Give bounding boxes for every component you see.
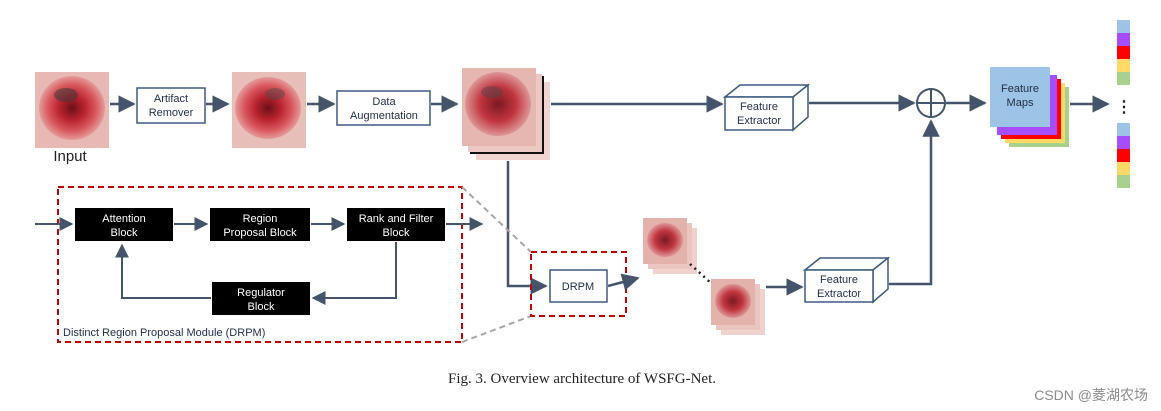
patch-stack-2 — [711, 279, 765, 335]
attention-block-line1: Attention — [102, 213, 145, 225]
regulator-block: Regulator Block — [212, 282, 310, 315]
data-augmentation-line1: Data — [372, 96, 396, 108]
artifact-remover-line1: Artifact — [154, 93, 188, 105]
feature-extractor-top: Feature Extractor — [722, 83, 811, 132]
arrow-drpm-to-patches — [607, 273, 640, 291]
rank-filter-line1: Rank and Filter — [359, 213, 434, 225]
artifact-remover-box: Artifact Remover — [136, 87, 206, 124]
augmented-image-stack — [462, 68, 550, 160]
feature-maps-line2: Maps — [1007, 97, 1034, 109]
drpm-box: DRPM — [549, 269, 608, 303]
region-proposal-line2: Proposal Block — [223, 227, 297, 239]
zoom-line-bottom — [461, 315, 532, 343]
output-ellipsis: ⋮ — [1116, 99, 1132, 116]
patch-stack-1 — [643, 218, 697, 274]
feature-extractor-top-line1: Feature — [740, 101, 778, 113]
feature-extractor-bottom: Feature Extractor — [802, 256, 891, 304]
drpm-module-label: Distinct Region Proposal Module (DRPM) — [63, 327, 265, 339]
attention-block-line2: Block — [111, 227, 138, 239]
output-vector-bottom — [1117, 123, 1130, 188]
drpm-frame — [530, 251, 627, 317]
input-image — [35, 72, 109, 148]
feature-extractor-top-line2: Extractor — [737, 115, 781, 127]
feature-extractor-bottom-line1: Feature — [820, 274, 858, 286]
region-proposal-block: Region Proposal Block — [210, 208, 310, 241]
arrow-regulator-to-attention — [115, 243, 211, 299]
sum-node — [916, 88, 946, 118]
data-augmentation-line2: Augmentation — [350, 110, 418, 122]
input-label: Input — [53, 148, 87, 165]
region-proposal-line1: Region — [243, 213, 278, 225]
zoom-line-top — [461, 186, 532, 253]
rank-filter-line2: Block — [383, 227, 410, 239]
arrow-bottom-extractor-to-sum — [889, 119, 940, 286]
feature-maps-stack: Feature Maps — [990, 67, 1069, 147]
data-augmentation-box: Data Augmentation — [336, 90, 431, 126]
regulator-line2: Block — [248, 301, 275, 313]
drpm-box-label: DRPM — [562, 281, 594, 293]
artifact-remover-line2: Remover — [149, 107, 194, 119]
patch-dotted-link — [689, 263, 713, 285]
arrow-stack-to-drpm — [506, 161, 548, 295]
feature-extractor-bottom-line2: Extractor — [817, 288, 861, 300]
output-vector-top — [1117, 20, 1130, 85]
clean-image — [232, 72, 306, 148]
regulator-line1: Regulator — [237, 287, 285, 299]
arrow-rank-to-regulator — [311, 242, 397, 305]
attention-block: Attention Block — [75, 208, 173, 241]
feature-maps-line1: Feature — [1001, 83, 1039, 95]
drpm-module-frame — [57, 186, 463, 343]
rank-filter-block: Rank and Filter Block — [347, 208, 445, 241]
watermark: CSDN @菱湖农场 — [1034, 387, 1148, 403]
figure-caption: Fig. 3. Overview architecture of WSFG-Ne… — [448, 371, 716, 387]
